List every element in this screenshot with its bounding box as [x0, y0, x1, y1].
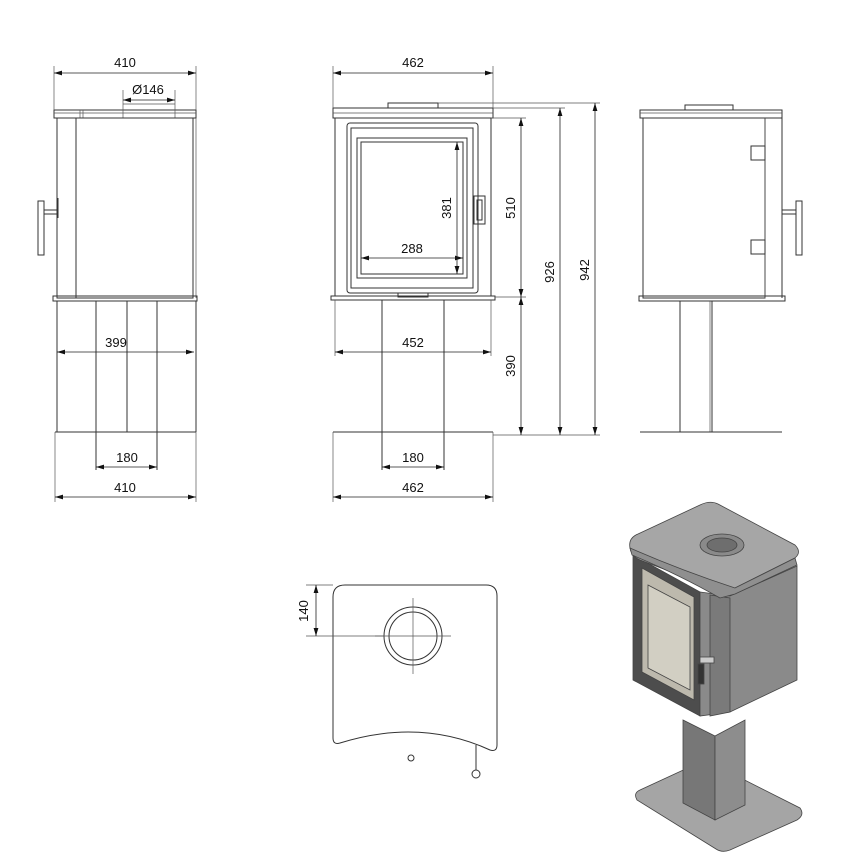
dim-front-body-width: 452	[402, 335, 424, 350]
dim-flue-diameter: Ø146	[132, 82, 164, 97]
stove-3d-render	[629, 501, 803, 852]
dim-total-height: 942	[577, 259, 592, 281]
dim-flue-height: 926	[542, 261, 557, 283]
dim-glass-width: 288	[401, 241, 423, 256]
top-view: 140	[296, 584, 498, 779]
dim-front-top-width: 462	[402, 55, 424, 70]
door-handle-icon	[782, 200, 803, 256]
dim-base-width: 410	[114, 480, 136, 495]
front-view: 462 288 381 452 180 462 510 390 926 942	[330, 55, 600, 502]
dim-body-width: 399	[105, 335, 127, 350]
dim-body-height: 510	[503, 197, 518, 219]
door-handle-icon	[473, 195, 486, 225]
dim-glass-height: 381	[439, 197, 454, 219]
dim-top-width: 410	[114, 55, 136, 70]
dim-flue-offset: 140	[296, 600, 311, 622]
side-view-right	[638, 104, 803, 433]
dim-front-pedestal-width: 180	[402, 450, 424, 465]
side-view-left: 410 Ø146 399 180 410	[37, 55, 198, 502]
dim-pedestal-height: 390	[503, 355, 518, 377]
door-handle-icon	[37, 198, 59, 256]
dim-pedestal-width: 180	[116, 450, 138, 465]
dim-front-base-width: 462	[402, 480, 424, 495]
